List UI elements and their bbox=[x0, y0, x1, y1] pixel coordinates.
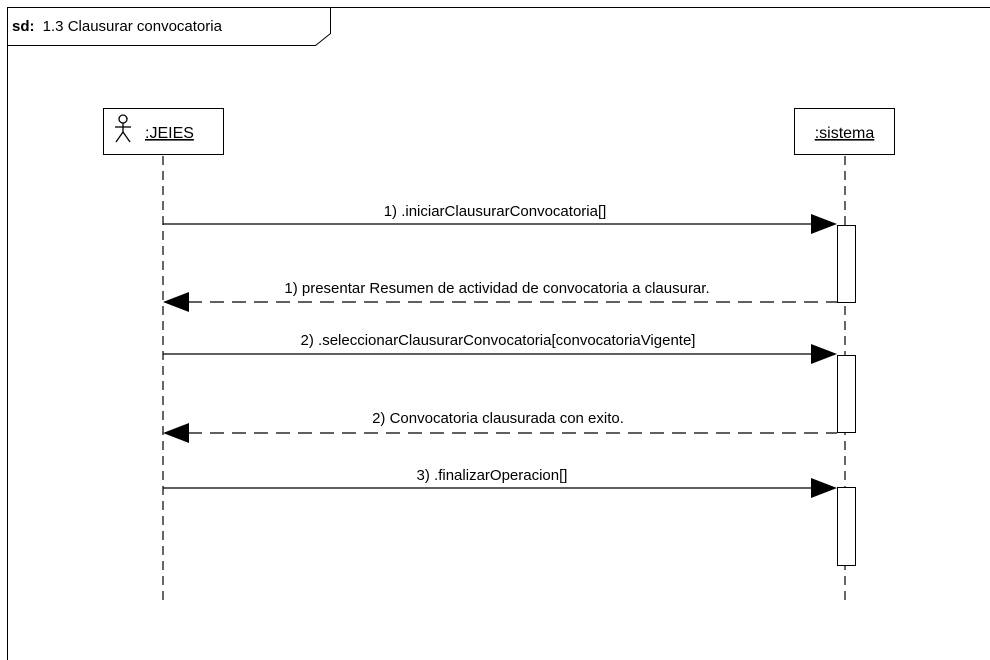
stick-figure-actor-icon bbox=[115, 114, 131, 143]
filled-arrowhead-icon bbox=[811, 478, 837, 498]
frame-keyword: sd: bbox=[12, 18, 35, 35]
filled-arrowhead-icon bbox=[811, 344, 837, 364]
message-label: 2) Convocatoria clausurada con exito. bbox=[372, 410, 624, 427]
message-3-call[interactable]: 3) .finalizarOperacion[] bbox=[163, 467, 837, 498]
message-label: 2) .seleccionarClausurarConvocatoria[con… bbox=[301, 332, 696, 349]
message-label: 3) .finalizarOperacion[] bbox=[417, 467, 568, 484]
frame-label: sd: 1.3 Clausurar convocatoria bbox=[12, 18, 223, 35]
message-label: 1) presentar Resumen de actividad de con… bbox=[284, 280, 709, 297]
lifeline-system-name: :sistema bbox=[815, 125, 875, 142]
message-1-reply[interactable]: 1) presentar Resumen de actividad de con… bbox=[163, 280, 837, 312]
message-2-reply[interactable]: 2) Convocatoria clausurada con exito. bbox=[163, 410, 837, 443]
frame-title: 1.3 Clausurar convocatoria bbox=[43, 18, 223, 35]
lifeline-system: :sistema bbox=[794, 108, 895, 602]
activation-bar bbox=[837, 225, 856, 303]
message-2-call[interactable]: 2) .seleccionarClausurarConvocatoria[con… bbox=[163, 332, 837, 364]
lifeline-system-head-box[interactable] bbox=[794, 108, 895, 155]
message-label: 1) .iniciarClausurarConvocatoria[] bbox=[384, 203, 607, 220]
activation-bar bbox=[837, 355, 856, 433]
filled-arrowhead-icon bbox=[163, 423, 189, 443]
message-1-call[interactable]: 1) .iniciarClausurarConvocatoria[] bbox=[163, 203, 837, 234]
activation-bar bbox=[837, 487, 856, 566]
diagram-frame bbox=[7, 7, 990, 660]
filled-arrowhead-icon bbox=[163, 292, 189, 312]
lifeline-actor: :JEIES bbox=[103, 108, 224, 602]
filled-arrowhead-icon bbox=[811, 214, 837, 234]
frame-label-tab bbox=[7, 7, 331, 46]
lifeline-actor-name: :JEIES bbox=[145, 125, 194, 142]
